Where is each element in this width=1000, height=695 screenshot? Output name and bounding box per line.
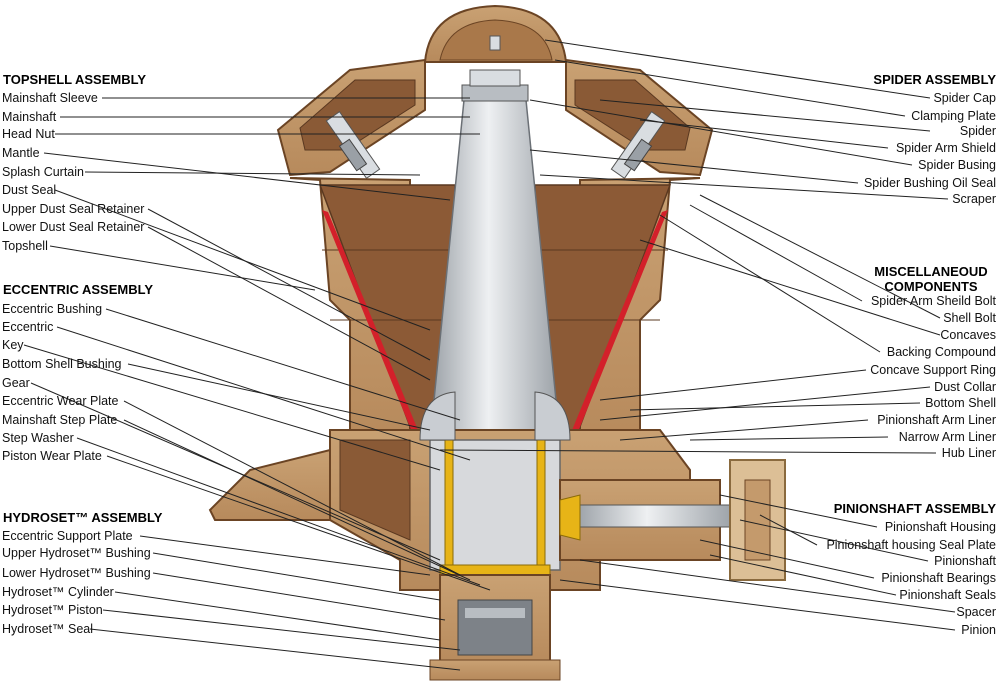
spider-cap-bolt: [489, 35, 501, 51]
label-lower-dust-seal-retainer: Lower Dust Seal Retainer: [2, 220, 145, 234]
label-backing-compound: Backing Compound: [886, 345, 996, 359]
label-hydroset-cylinder: Hydroset™ Cylinder: [2, 585, 114, 599]
bottom-shell-dark: [339, 439, 411, 541]
label-concave-support-ring: Concave Support Ring: [870, 363, 996, 377]
label-scraper: Scraper: [952, 192, 996, 206]
label-upper-hydroset-bushing: Upper Hydroset™ Bushing: [2, 546, 151, 560]
bottom-shell-arm-left: [208, 448, 331, 521]
label-eccentric-support-plate: Eccentric Support Plate: [2, 529, 133, 543]
label-spider-bushing-oil-seal: Spider Bushing Oil Seal: [863, 176, 996, 190]
label-gear: Gear: [2, 376, 30, 390]
pinionshaft-coupling-inner: [744, 479, 771, 561]
label-lower-hydroset-bushing: Lower Hydroset™ Bushing: [2, 566, 151, 580]
backing-compound-left: [322, 210, 420, 437]
spider-assembly-header: SPIDER ASSEMBLY: [873, 72, 996, 87]
label-hydroset-seal: Hydroset™ Seal: [2, 622, 94, 636]
head-nut: [469, 69, 521, 87]
eccentric-bushing-right: [536, 419, 546, 571]
label-pinionshaft: Pinionshaft: [934, 554, 996, 568]
spider-arm-shield-right: [610, 111, 666, 179]
label-pinionshaft-seals: Pinionshaft Seals: [899, 588, 996, 602]
label-dust-seal: Dust Seal: [2, 183, 57, 197]
eccentric-assembly-header: ECCENTRIC ASSEMBLY: [3, 282, 154, 297]
label-mainshaft-step-plate: Mainshaft Step Plate: [2, 413, 118, 427]
label-shell-bolt: Shell Bolt: [943, 311, 996, 325]
label-topshell: Topshell: [2, 239, 48, 253]
topshell-assembly-header: TOPSHELL ASSEMBLY: [3, 72, 147, 87]
eccentric-bowl-right: [534, 391, 571, 441]
label-spider-arm-sheild-bolt: Spider Arm Sheild Bolt: [870, 294, 996, 308]
label-concaves: Concaves: [940, 328, 996, 342]
label-clamping-plate: Clamping Plate: [911, 109, 996, 123]
label-spider-arm-shield: Spider Arm Shield: [895, 141, 996, 155]
hydroset-piston-top: [465, 608, 525, 618]
label-spider-busing: Spider Busing: [918, 158, 996, 172]
label-mantle: Mantle: [2, 146, 40, 160]
label-head-nut: Head Nut: [2, 127, 55, 141]
label-eccentric-wear-plate: Eccentric Wear Plate: [2, 394, 119, 408]
label-mainshaft: Mainshaft: [2, 110, 57, 124]
label-mainshaft-sleeve: Mainshaft Sleeve: [2, 91, 98, 105]
label-pinionshaft-housing: Pinionshaft Housing: [884, 520, 996, 534]
eccentric-bushing-left: [444, 419, 454, 571]
label-bottom-shell: Bottom Shell: [925, 396, 996, 410]
mainshaft: [429, 89, 561, 441]
label-splash-curtain: Splash Curtain: [2, 165, 84, 179]
label-eccentric-bushing: Eccentric Bushing: [2, 302, 103, 316]
label-pinionshaft-bearings: Pinionshaft Bearings: [881, 571, 996, 585]
label-piston-wear-plate: Piston Wear Plate: [2, 449, 102, 463]
backing-compound-right: [570, 210, 668, 437]
leader-lines-left: [23, 97, 491, 671]
label-bottom-shell-bushing: Bottom Shell Bushing: [2, 357, 122, 371]
label-pinionshaft-arm-liner: Pinionshaft Arm Liner: [877, 413, 996, 427]
label-hydroset-piston: Hydroset™ Piston: [2, 603, 103, 617]
leader-lines-right: [439, 39, 956, 631]
label-dust-collar: Dust Collar: [934, 380, 996, 394]
hydroset-assembly-header: HYDROSET™ ASSEMBLY: [3, 510, 163, 525]
label-eccentric: Eccentric: [2, 320, 54, 334]
pinionshaft: [574, 504, 736, 528]
label-upper-dust-seal-retainer: Upper Dust Seal Retainer: [2, 202, 145, 216]
label-pinionshaft-housing-seal-plate: Pinionshaft housing Seal Plate: [826, 538, 996, 552]
eccentric-bowl-left: [419, 391, 456, 441]
miscellaneous-components-header: MISCELLANEOUD COMPONENTS: [874, 264, 988, 294]
label-hub-liner: Hub Liner: [941, 446, 996, 460]
label-spider-cap: Spider Cap: [933, 91, 996, 105]
label-spider: Spider: [959, 124, 996, 138]
label-key: Key: [2, 338, 24, 352]
pinion: [559, 494, 581, 541]
mainshaft-sleeve: [461, 84, 529, 102]
spider-arm-shield-left: [325, 111, 381, 179]
label-step-washer: Step Washer: [2, 431, 74, 445]
pinionshaft-assembly-header: PINIONSHAFT ASSEMBLY: [833, 501, 996, 516]
label-spacer: Spacer: [956, 605, 996, 619]
label-narrow-arm-liner: Narrow Arm Liner: [898, 430, 996, 444]
hydroset-base: [429, 659, 561, 681]
label-pinion: Pinion: [961, 623, 996, 637]
